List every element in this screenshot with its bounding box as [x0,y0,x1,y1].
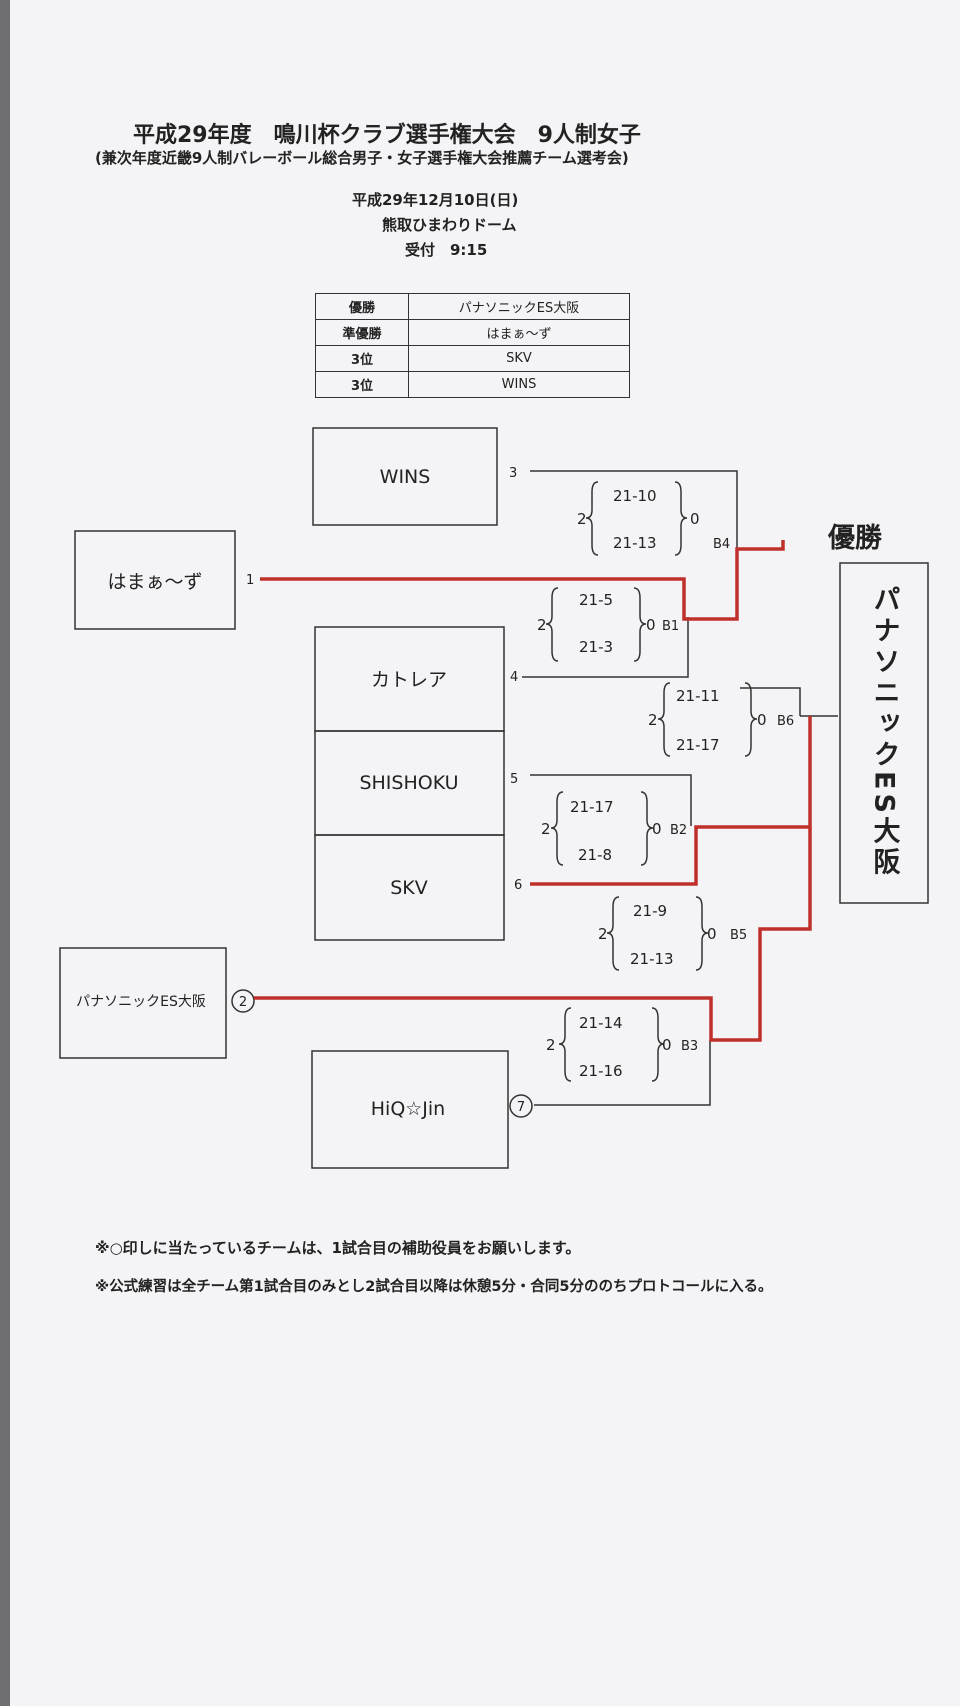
winner-line [530,716,812,886]
bracket-line [522,617,689,678]
team-name: SHISHOKU [359,772,458,794]
champion-box [839,562,929,904]
seed-number: 1 [246,573,254,588]
event-date: 平成29年12月10日(日) [352,191,519,209]
paper-sheet [10,0,960,1706]
score-brace [545,587,559,662]
seed-number: 2 [239,995,247,1010]
team-box-wins [312,427,498,526]
sets-lost: 0 [646,616,656,634]
team-box-hamazu [74,530,236,630]
team-cell: SKV [408,345,630,372]
sets-lost: 0 [662,1036,672,1054]
score-brace [550,791,564,866]
event-venue: 熊取ひまわりドーム [382,216,517,234]
team-name: SKV [390,877,428,899]
match-id: B6 [777,714,794,729]
set-score: 21-5 [579,591,613,609]
sets-won: 2 [598,925,608,943]
page-subtitle: (兼次年度近畿9人制バレーボール総合男子・女子選手権大会推薦チーム選考会) [95,149,629,167]
set-score: 21-8 [578,846,612,864]
seed-number: 4 [510,670,518,685]
set-score: 21-9 [633,902,667,920]
score-brace [674,481,688,556]
set-score: 21-10 [613,487,657,505]
team-name: パナソニックES大阪 [76,994,206,1010]
sets-won: 2 [546,1036,556,1054]
score-brace [558,1007,572,1082]
page-title: 平成29年度 鳴川杯クラブ選手権大会 9人制女子 [133,123,641,148]
team-box-hiqjin [311,1050,509,1169]
reception-time: 受付 9:15 [405,241,488,259]
team-cell: WINS [408,371,630,398]
score-brace [695,896,709,971]
note-line: ※公式練習は全チーム第1試合目のみとし2試合目以降は休憩5分・合同5分ののちプロ… [95,1279,773,1295]
sets-lost: 0 [707,925,717,943]
team-cell: パナソニックES大阪 [408,293,630,320]
table-row: 準優勝 はまぁ～ず [315,319,630,346]
sets-won: 2 [577,510,587,528]
champion-heading: 優勝 [827,523,883,554]
rank-cell: 3位 [315,345,409,372]
seed-circle [509,1094,533,1118]
results-table: 優勝 パナソニックES大阪 準優勝 はまぁ～ず 3位 SKV 3位 WINS [315,293,630,398]
winner-line [254,827,812,1042]
match-id: B4 [713,537,730,552]
set-score: 21-14 [579,1014,623,1032]
score-brace [606,896,620,971]
team-name: カトレア [371,669,447,691]
rank-cell: 準優勝 [315,319,409,346]
sets-lost: 0 [652,820,662,838]
set-score: 21-13 [630,950,674,968]
set-score: 21-16 [579,1062,623,1080]
set-score: 21-11 [676,687,720,705]
seed-circle [231,989,255,1013]
match-id: B1 [662,619,679,634]
sets-lost: 0 [757,711,767,729]
set-score: 21-17 [676,736,720,754]
set-score: 21-17 [570,798,614,816]
team-box-skv [314,834,505,941]
champion-name: パナソニックES大阪 [869,585,901,879]
match-id: B3 [681,1039,698,1054]
match-id: B5 [730,928,747,943]
table-row: 3位 WINS [315,371,630,398]
table-row: 3位 SKV [315,345,630,372]
team-name: はまぁ～ず [107,571,202,593]
seed-number: 6 [514,878,522,893]
bracket-line [530,470,738,549]
team-name: HiQ☆Jin [371,1098,445,1120]
sets-lost: 0 [690,510,700,528]
note-line: ※○印しに当たっているチームは、1試合目の補助役員をお願いします。 [95,1239,581,1257]
bracket-line [530,774,692,826]
set-score: 21-3 [579,638,613,656]
bracket-line [740,687,801,716]
score-brace [585,481,599,556]
sets-won: 2 [541,820,551,838]
team-name: WINS [380,466,431,488]
team-box-panasonic [59,947,227,1059]
sets-won: 2 [537,616,547,634]
sets-won: 2 [648,711,658,729]
team-cell: はまぁ～ず [408,319,630,346]
score-brace [744,682,758,757]
bracket-line [534,1040,711,1106]
seed-number: 5 [510,772,518,787]
set-score: 21-13 [613,534,657,552]
seed-number: 7 [517,1100,525,1115]
score-brace [633,587,647,662]
seed-number: 3 [509,466,517,481]
score-brace [651,1007,665,1082]
match-id: B2 [670,823,687,838]
winner-line [260,540,785,621]
score-brace [640,791,654,866]
rank-cell: 3位 [315,371,409,398]
score-brace [657,682,671,757]
